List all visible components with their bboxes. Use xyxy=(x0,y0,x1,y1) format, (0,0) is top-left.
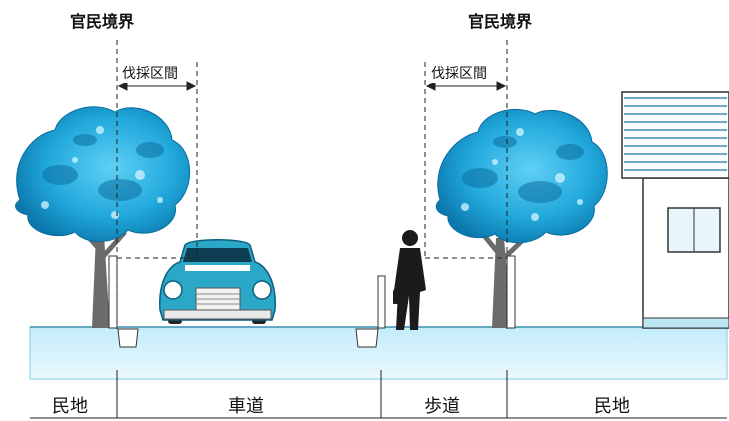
house xyxy=(621,91,729,329)
curb-right xyxy=(506,255,516,329)
curb-left xyxy=(108,255,118,329)
drain-left xyxy=(117,328,139,348)
tree-left xyxy=(15,106,191,328)
zone-private-left: 民地 xyxy=(52,396,88,417)
zone-roadway: 車道 xyxy=(228,396,264,417)
tree-right xyxy=(435,109,608,328)
zone-private-right: 民地 xyxy=(594,396,630,417)
drain-right xyxy=(355,328,379,348)
car xyxy=(159,239,276,324)
zone-dimension-line xyxy=(30,370,727,419)
zone-sidewalk: 歩道 xyxy=(424,396,460,417)
boundary-label-right: 官民境界 xyxy=(468,12,533,31)
felling-label-left: 伐採区間 xyxy=(120,63,180,83)
ground xyxy=(29,326,728,380)
felling-label-right: 伐採区間 xyxy=(429,63,489,83)
boundary-label-left: 官民境界 xyxy=(70,12,135,31)
felling-span-left xyxy=(117,62,198,259)
felling-span-right xyxy=(424,62,507,259)
pedestrian xyxy=(393,230,426,330)
bollard xyxy=(377,275,386,329)
